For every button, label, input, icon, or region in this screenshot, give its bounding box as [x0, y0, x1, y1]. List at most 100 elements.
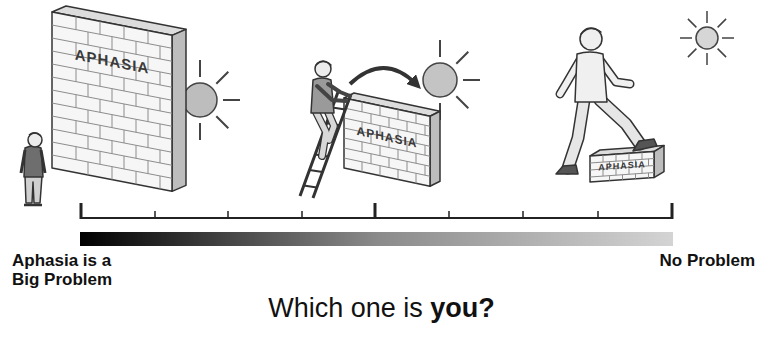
- person-legs: [568, 100, 640, 168]
- brick-line: [406, 161, 407, 171]
- brick-line: [415, 153, 416, 163]
- brick-line: [75, 147, 76, 160]
- scale-end-label: Aphasia is a Big Problem: [12, 251, 137, 289]
- brick-pattern: [344, 98, 430, 186]
- brick-line: [111, 141, 112, 154]
- brick-line: [147, 135, 148, 148]
- person-body: [575, 52, 607, 102]
- brick-line: [648, 173, 649, 178]
- brick-line: [397, 149, 398, 159]
- sun-disc: [183, 83, 217, 117]
- wall-front: [52, 12, 172, 191]
- wall-label: APHASIA: [348, 123, 426, 153]
- brick-line: [87, 84, 88, 97]
- person-hair: [316, 62, 331, 66]
- person-legs-outline: [316, 112, 334, 156]
- wall-label: APHASIA: [592, 160, 652, 174]
- person-arms: [317, 84, 350, 101]
- brick-line: [379, 146, 380, 156]
- brick-line: [147, 83, 148, 96]
- scale-major-ticks: [81, 203, 672, 219]
- caption-emphasis: you?: [430, 293, 495, 323]
- sun: [183, 60, 240, 140]
- brick-pattern: [52, 12, 172, 191]
- brick-line: [111, 89, 112, 102]
- brick-line: [135, 41, 136, 54]
- brick-line: [370, 154, 371, 164]
- brick-line: [159, 150, 160, 163]
- brick-line: [361, 162, 362, 172]
- wall-side: [172, 29, 186, 191]
- scale-end-label: No Problem: [628, 251, 755, 270]
- person-shoes: [24, 204, 42, 207]
- brick-line: [370, 114, 371, 124]
- person-head: [315, 61, 331, 77]
- brick-line: [99, 125, 100, 138]
- ladder-rungs: [304, 108, 346, 188]
- brick-line: [159, 72, 160, 85]
- person-body: [311, 78, 334, 113]
- brick-line: [622, 175, 623, 180]
- brick-line: [147, 109, 148, 122]
- scale: [80, 203, 673, 246]
- wall: APHASIA: [588, 144, 672, 186]
- caption: Which one is you?: [0, 293, 763, 324]
- brick-line: [424, 125, 425, 135]
- sun-rays: [680, 11, 734, 65]
- person-head: [580, 28, 602, 50]
- brick-line: [135, 119, 136, 132]
- brick-line: [147, 161, 148, 174]
- sun: [423, 40, 480, 120]
- brick-line: [648, 159, 649, 166]
- person-body: [24, 146, 43, 177]
- wall-shape: [48, 4, 190, 198]
- brick-line: [123, 156, 124, 169]
- person-arms-outline: [560, 60, 630, 94]
- brick-line: [628, 153, 629, 160]
- brick-line: [344, 158, 430, 176]
- wall-side: [654, 146, 664, 178]
- person-hair: [581, 28, 601, 34]
- brick-line: [159, 176, 160, 189]
- brick-line: [135, 93, 136, 106]
- scale-axis: [80, 217, 673, 219]
- brick-line: [147, 31, 148, 44]
- brick-line: [123, 104, 124, 117]
- brick-line: [111, 115, 112, 128]
- brick-line: [388, 118, 389, 128]
- sun: [680, 11, 734, 65]
- scale-minor-ticks: [155, 211, 598, 218]
- brick-line: [75, 95, 76, 108]
- person-legs-outline: [568, 100, 640, 168]
- brick-line: [87, 110, 88, 123]
- brick-line: [406, 121, 407, 131]
- climbing-person: [311, 61, 350, 156]
- wall: APHASIA: [48, 4, 190, 198]
- brick-line: [388, 158, 389, 168]
- brick-pattern: [590, 152, 654, 182]
- brick-line: [344, 148, 430, 166]
- brick-line: [159, 124, 160, 137]
- caption-part: Which one is: [268, 293, 430, 323]
- person-arms: [21, 150, 45, 173]
- person-shoe: [556, 165, 578, 174]
- brick-line: [99, 21, 100, 34]
- wall-front: [590, 152, 654, 182]
- brick-line: [99, 151, 100, 164]
- brick-line: [424, 165, 425, 175]
- wall-side: [430, 111, 440, 186]
- brick-line: [123, 26, 124, 39]
- walking-person: [556, 28, 657, 174]
- brick-line: [111, 167, 112, 180]
- wall: APHASIA: [340, 90, 446, 194]
- wall-label: APHASIA: [60, 44, 164, 81]
- brick-line: [641, 152, 642, 159]
- brick-line: [379, 166, 380, 176]
- wall-face-frame: APHASIA: [590, 152, 654, 182]
- brick-line: [87, 162, 88, 175]
- brick-line: [135, 145, 136, 158]
- brick-line: [415, 113, 416, 123]
- brick-line: [397, 169, 398, 179]
- brick-line: [635, 174, 636, 179]
- brick-line: [123, 130, 124, 143]
